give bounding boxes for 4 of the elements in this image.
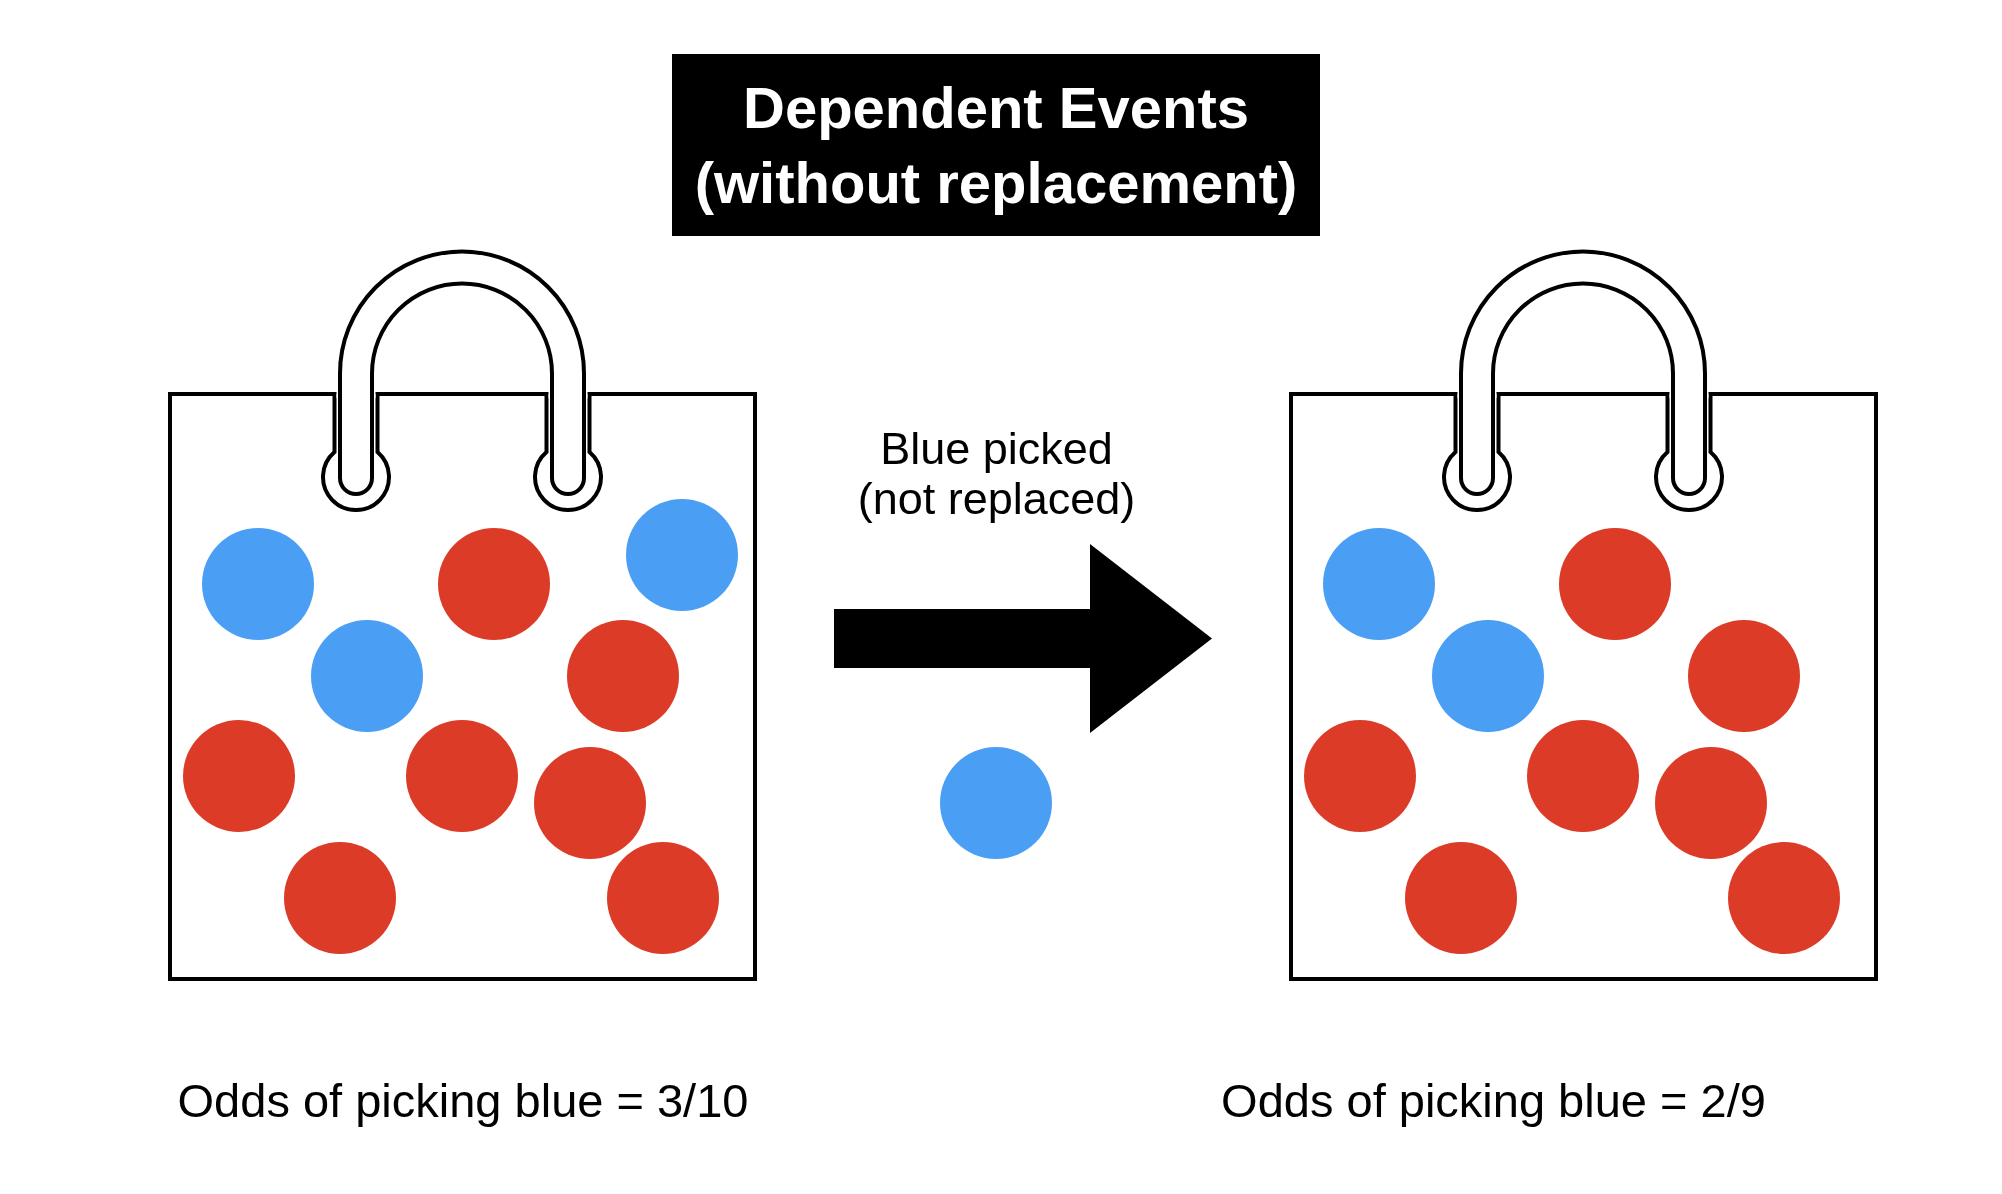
arrow (834, 544, 1212, 733)
probability-label: Odds of picking blue = 2/9 (1221, 1074, 1766, 1128)
title: Dependent Events (without replacement) (672, 54, 1320, 236)
probability-label: Odds of picking blue = 3/10 (177, 1074, 749, 1128)
